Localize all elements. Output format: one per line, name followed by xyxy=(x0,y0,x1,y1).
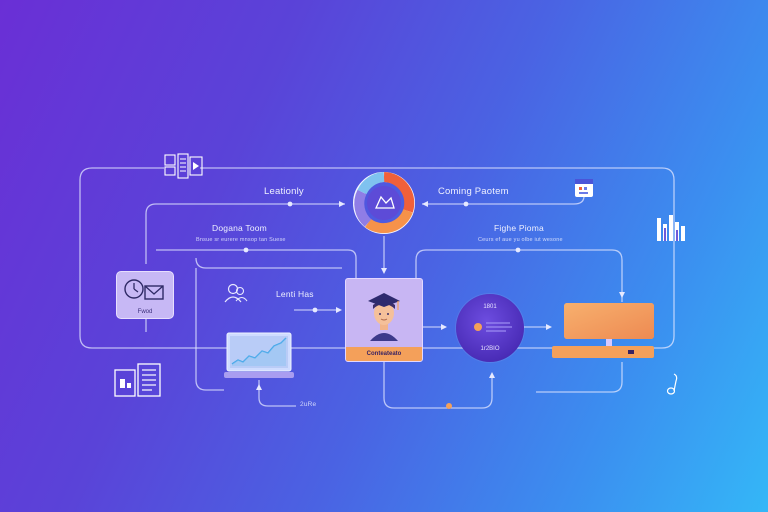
disc-bottom-label: 1r2BIO xyxy=(480,346,500,352)
student-card[interactable]: Conteateato xyxy=(345,278,423,362)
progress-disc-node[interactable]: 1801 1r2BIO xyxy=(456,294,524,362)
mail-icon xyxy=(124,279,164,300)
monitor-node[interactable] xyxy=(552,302,656,362)
music-note-icon xyxy=(664,372,680,396)
user-group-icon xyxy=(224,282,248,304)
report-icon xyxy=(114,362,162,398)
donut-chart-icon xyxy=(353,172,415,234)
label-student-link: Lenti Has xyxy=(276,289,314,299)
label-top-right: Coming Paotem xyxy=(438,186,509,197)
list-progress-icon xyxy=(474,322,512,332)
laptop-node[interactable] xyxy=(224,332,294,380)
graduate-avatar-icon xyxy=(368,293,400,341)
document-stack-icon xyxy=(164,153,204,179)
mail-card[interactable]: Fwod xyxy=(116,271,174,319)
trend-chart-icon xyxy=(224,332,294,378)
bar-chart-icon xyxy=(656,214,688,242)
student-card-caption: Conteateato xyxy=(346,347,422,361)
calendar-icon xyxy=(574,178,594,198)
label-top-left: Leationly xyxy=(264,186,304,197)
label-mid-left-title: Dogana Toom xyxy=(212,223,267,233)
mail-card-caption: Fwod xyxy=(137,309,153,315)
donut-chart-node[interactable] xyxy=(350,170,418,236)
label-mid-left-sub: Bnsue sr eurere mnsop tan Suese xyxy=(196,237,286,243)
label-mid-right-title: Fighe Pioma xyxy=(494,223,544,233)
label-mid-right-sub: Ceurs ef aue yu olbe iut wesone xyxy=(478,237,563,243)
disc-top-label: 1801 xyxy=(483,304,497,310)
monitor-icon xyxy=(552,303,654,358)
label-bottom-loop: 2uRe xyxy=(300,401,317,408)
